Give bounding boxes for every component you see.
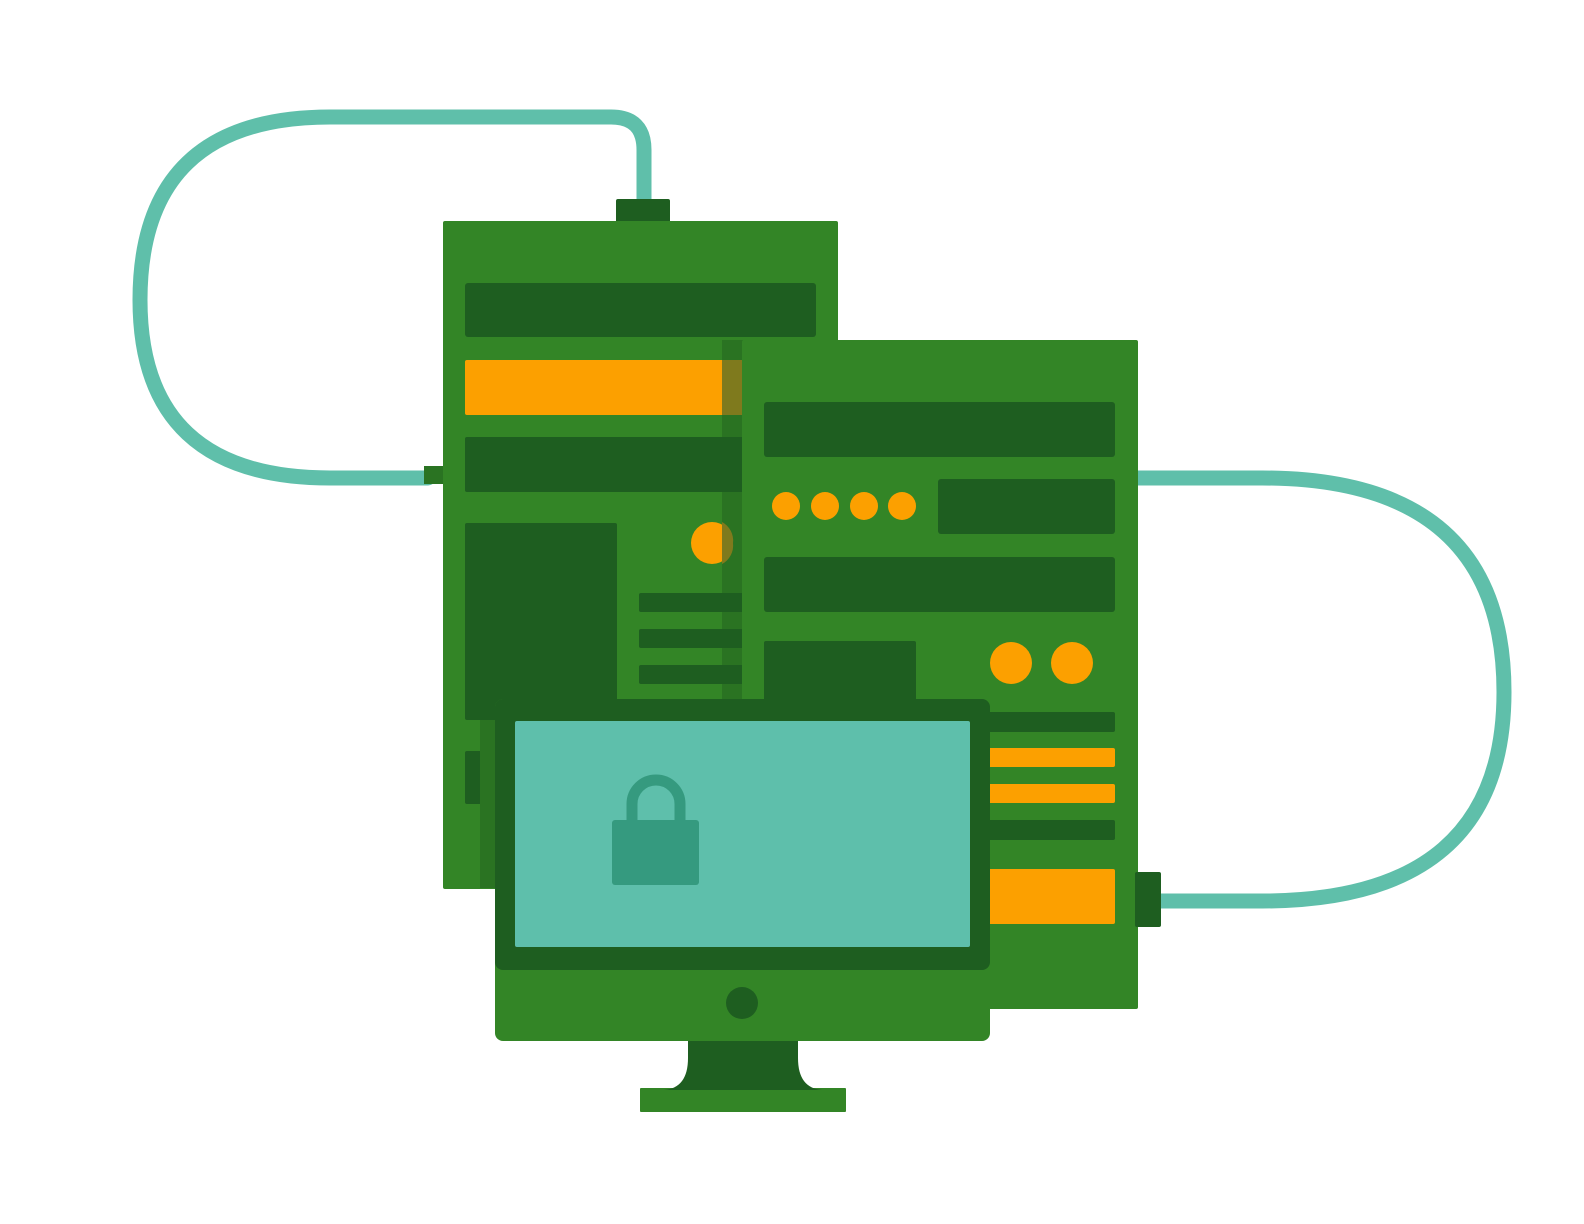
right-server-line-1	[970, 712, 1115, 732]
right-cable-icon	[1130, 470, 1512, 909]
right-server-led-1	[772, 492, 800, 520]
right-server-led-3	[850, 492, 878, 520]
monitor-icon	[495, 699, 990, 1112]
left-server-line-3	[639, 665, 745, 684]
right-server-led-4	[888, 492, 916, 520]
monitor-screen	[515, 721, 970, 947]
left-server-slot-1	[465, 283, 816, 337]
left-server-side-port	[424, 466, 445, 484]
right-server-side-port	[1135, 872, 1161, 927]
left-server-top-port	[616, 199, 670, 224]
monitor-stand-neck	[664, 1040, 822, 1090]
left-server-block	[465, 523, 617, 720]
right-server-slot-3	[764, 557, 1115, 612]
left-server-slot-2-orange	[465, 360, 745, 415]
right-server-slot-4-orange	[970, 869, 1115, 924]
monitor-power-button	[726, 987, 758, 1019]
right-server-slot-2	[938, 479, 1115, 534]
right-server-led-5	[990, 642, 1032, 684]
left-server-slot-3	[465, 437, 745, 492]
left-server-line-1	[639, 593, 745, 612]
server-overlap-shadow	[722, 340, 743, 710]
network-cables	[132, 109, 1512, 909]
right-server-led-2	[811, 492, 839, 520]
right-server-line-3-orange	[970, 784, 1115, 803]
left-server-line-2	[639, 629, 745, 648]
monitor-stand-base	[640, 1088, 846, 1112]
right-server-led-6	[1051, 642, 1093, 684]
padlock-icon	[612, 774, 699, 885]
right-server-line-4	[970, 820, 1115, 840]
right-server-slot-1	[764, 402, 1115, 457]
left-cable-icon	[132, 109, 652, 486]
right-server-line-2-orange	[970, 748, 1115, 767]
